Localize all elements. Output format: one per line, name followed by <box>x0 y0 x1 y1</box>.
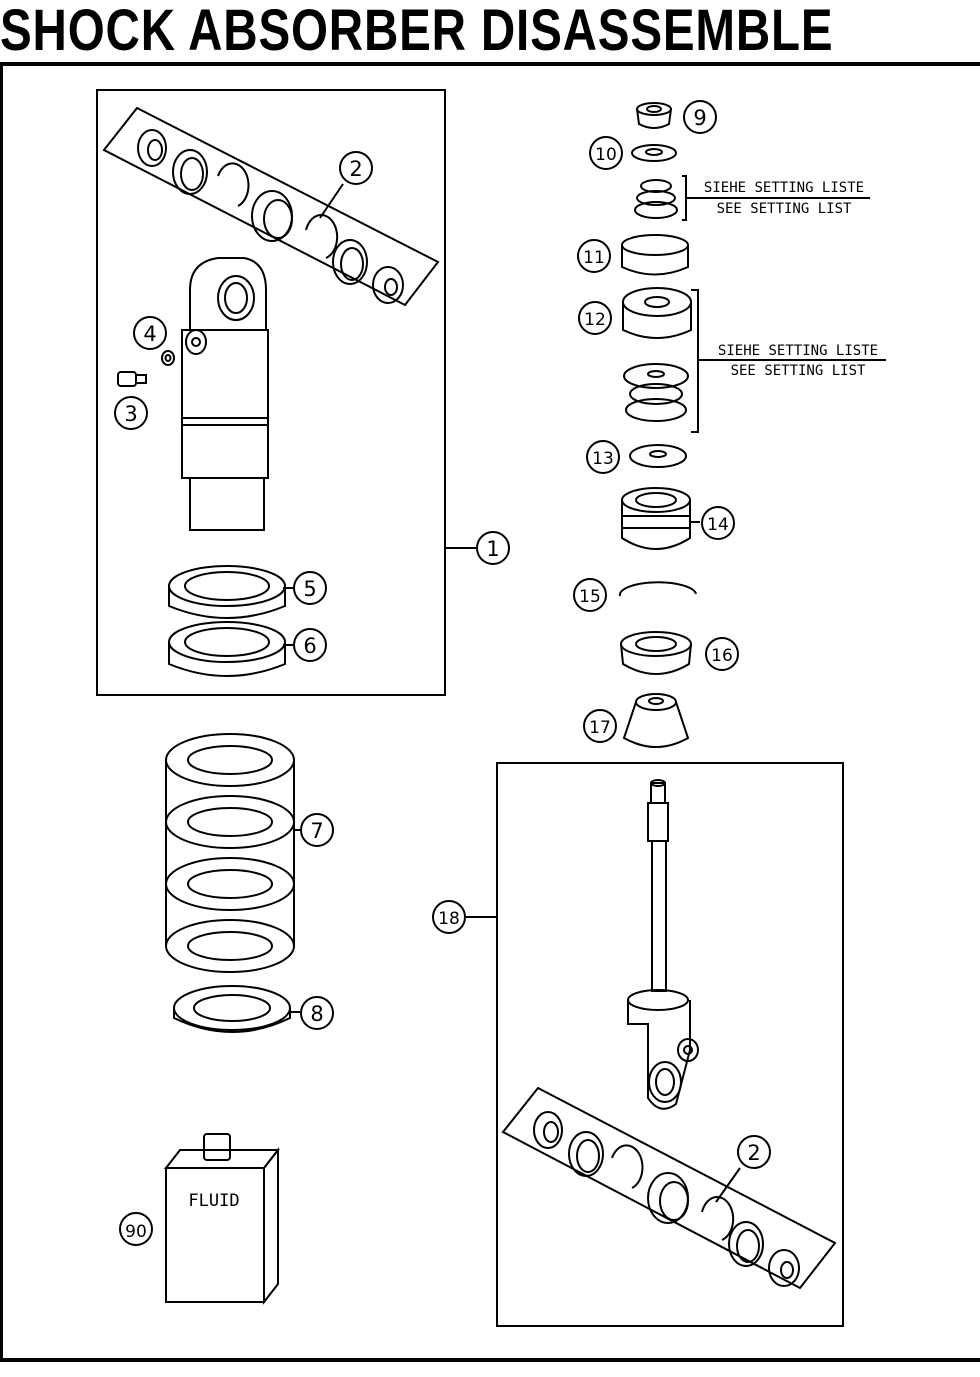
bump-rubber <box>622 693 690 748</box>
screw-part <box>117 371 147 387</box>
bottom-rule <box>0 1358 980 1362</box>
bracket-note-1 <box>682 175 687 221</box>
callout-12: 12 <box>584 310 606 330</box>
note-2-line2: SEE SETTING LIST <box>731 363 866 379</box>
leader-2a <box>319 183 344 219</box>
callout-2a: 2 <box>349 157 362 181</box>
left-border <box>0 66 3 1358</box>
title-rule <box>0 62 980 66</box>
note-2-line1: SIEHE SETTING LISTE <box>718 343 878 359</box>
callout-circle-14 <box>701 506 735 540</box>
callout-circle-12 <box>578 301 612 335</box>
callout-circle-4 <box>133 316 167 350</box>
seal-kit-panel-top <box>102 106 440 307</box>
callout-circle-18 <box>432 900 466 934</box>
callout-3: 3 <box>124 402 137 426</box>
callout-18: 18 <box>438 909 460 929</box>
bracket-note-2 <box>691 289 699 433</box>
callout-circle-90 <box>119 1212 153 1246</box>
callout-circle-15 <box>573 578 607 612</box>
callout-circle-1 <box>476 531 510 565</box>
callout-13: 13 <box>592 449 614 469</box>
callout-17: 17 <box>589 718 611 738</box>
callout-circle-5 <box>293 571 327 605</box>
callout-circle-11 <box>577 239 611 273</box>
callout-circle-17 <box>583 709 617 743</box>
seal-head-part <box>621 487 691 550</box>
callout-15: 15 <box>579 587 601 607</box>
piston-part <box>622 287 692 339</box>
seal-kit-panel-bottom <box>501 1086 837 1290</box>
callout-9: 9 <box>693 106 706 130</box>
shim-stack-top <box>634 179 678 219</box>
callout-circle-7 <box>300 813 334 847</box>
group-box-1 <box>96 89 446 696</box>
piston-band <box>621 234 689 276</box>
fluid-bottle <box>163 1133 281 1305</box>
callout-11: 11 <box>583 248 605 268</box>
callout-1: 1 <box>486 537 499 561</box>
callout-6: 6 <box>303 634 316 658</box>
callout-8: 8 <box>310 1002 323 1026</box>
callout-16: 16 <box>711 646 733 666</box>
callout-14: 14 <box>707 515 729 535</box>
callout-90: 90 <box>125 1222 147 1242</box>
fluid-label: FLUID <box>188 1191 239 1211</box>
callout-circle-2b <box>737 1135 771 1169</box>
washer-13 <box>629 444 687 468</box>
seal-kit-parts-bottom <box>533 1111 800 1287</box>
callout-circle-9 <box>683 100 717 134</box>
adjusting-ring-5 <box>168 565 286 619</box>
callout-7: 7 <box>310 819 323 843</box>
note-1-line1: SIEHE SETTING LISTE <box>704 180 864 196</box>
piston-rod <box>627 779 699 1110</box>
spring-retainer <box>173 985 291 1033</box>
cap-part <box>620 631 692 675</box>
washer-part <box>161 350 175 366</box>
callout-2b: 2 <box>747 1141 760 1165</box>
callout-circle-13 <box>586 440 620 474</box>
callout-circle-16 <box>705 637 739 671</box>
callout-5: 5 <box>303 577 316 601</box>
callout-circle-6 <box>293 628 327 662</box>
callout-circle-2a <box>339 151 373 185</box>
page-title: SHOCK ABSORBER DISASSEMBLE <box>0 0 834 63</box>
seal-kit-parts-top <box>137 129 404 304</box>
adjusting-ring-6 <box>168 621 286 677</box>
callout-circle-8 <box>300 996 334 1030</box>
callout-circle-10 <box>589 136 623 170</box>
note-1-line2: SEE SETTING LIST <box>717 201 852 217</box>
washer-10 <box>631 144 677 162</box>
circlip-part <box>618 581 697 597</box>
nut-part <box>636 102 672 129</box>
spring-part <box>165 733 295 973</box>
callout-10: 10 <box>595 145 617 165</box>
shock-body <box>181 257 269 531</box>
callout-circle-3 <box>114 396 148 430</box>
shim-stack-lower <box>623 363 689 422</box>
leader-2b <box>715 1167 741 1203</box>
callout-4: 4 <box>143 322 156 346</box>
group-box-18 <box>496 762 844 1327</box>
